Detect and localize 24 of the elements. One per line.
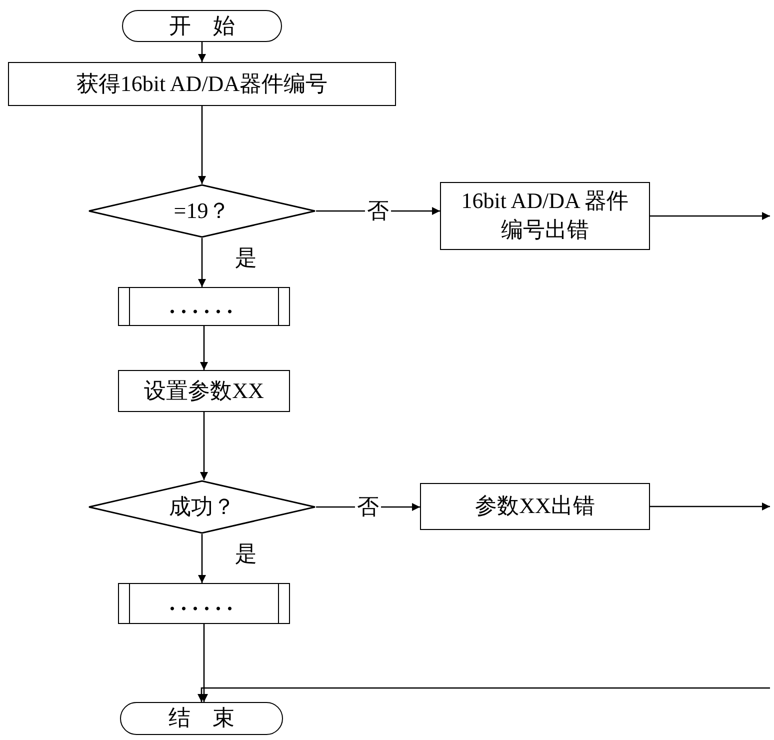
edge-label: 否 bbox=[355, 496, 381, 518]
edge-label: 是 bbox=[234, 543, 258, 565]
arrow bbox=[198, 106, 206, 184]
arrow bbox=[200, 624, 208, 702]
arrow bbox=[198, 238, 206, 287]
process-box: 参数XX出错 bbox=[420, 483, 650, 530]
terminal-shape: 结束 bbox=[120, 702, 283, 735]
arrow bbox=[650, 212, 770, 220]
arrow bbox=[200, 412, 208, 480]
arrow bbox=[200, 326, 208, 370]
arrow bbox=[198, 687, 770, 702]
terminal-shape: 开始 bbox=[122, 10, 282, 42]
edge-label: 否 bbox=[365, 200, 391, 222]
predefined-process-box: ...... bbox=[118, 583, 290, 624]
predefined-process-box: ...... bbox=[118, 287, 290, 326]
edge-label: 是 bbox=[234, 247, 258, 269]
arrow bbox=[198, 534, 206, 583]
process-box: 获得16bit AD/DA器件编号 bbox=[8, 62, 396, 106]
arrow bbox=[198, 42, 206, 62]
process-box: 16bit AD/DA 器件编号出错 bbox=[440, 182, 650, 250]
process-box: 设置参数XX bbox=[118, 370, 290, 412]
decision-diamond: =19？ bbox=[88, 184, 316, 238]
decision-diamond: 成功？ bbox=[88, 480, 316, 534]
arrow bbox=[650, 502, 770, 510]
